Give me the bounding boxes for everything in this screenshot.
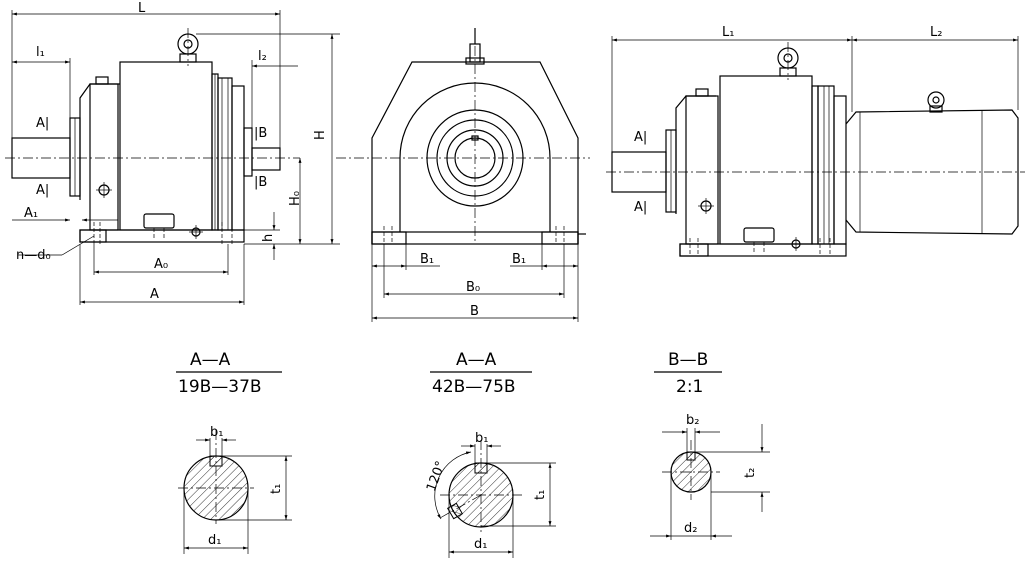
- section-1-title: A—A: [190, 350, 231, 370]
- section-2-d: d₁: [474, 537, 487, 552]
- dim-h: h: [261, 234, 276, 242]
- dim-l2: l₂: [258, 49, 267, 64]
- section-3-title: B—B: [668, 350, 708, 370]
- section-mark-A-top: A|: [36, 116, 49, 131]
- section-mark-B-bottom: |B: [254, 175, 267, 190]
- section-1-b: b₁: [210, 425, 223, 440]
- section-2-t: t₁: [533, 490, 548, 500]
- section-mark-A-bottom: A|: [634, 200, 647, 215]
- dim-B1-right: B₁: [512, 252, 526, 267]
- dim-L1: L₁: [722, 25, 734, 40]
- section-3-d: d₂: [684, 521, 697, 536]
- dim-H: H: [313, 130, 328, 140]
- section-1-t: t₁: [269, 484, 284, 494]
- section-2-b: b₁: [475, 431, 488, 446]
- dim-A: A: [150, 287, 159, 302]
- section-mark-A-top: A|: [634, 130, 647, 145]
- section-2-subtitle: 42B—75B: [432, 377, 516, 397]
- note-n-d0: n—d₀: [16, 248, 51, 263]
- dim-L: L: [138, 1, 146, 16]
- dim-B0: B₀: [466, 280, 480, 295]
- section-2-angle: 120°: [424, 459, 449, 494]
- section-3-b: b₂: [686, 413, 699, 428]
- front-view-labels: L l₁ l₂ H H₀ h A| A| |B |B A₁ A₀ A n—d₀: [16, 1, 328, 302]
- section-2-title: A—A: [456, 350, 497, 370]
- end-view: [336, 28, 590, 322]
- motor-view: [606, 36, 1025, 257]
- section-1-d: d₁: [208, 533, 221, 548]
- dim-B: B: [470, 304, 479, 319]
- dim-H0: H₀: [288, 191, 303, 206]
- motor-view-labels: L₁ L₂ A| A|: [634, 25, 942, 215]
- dim-l1: l₁: [36, 45, 45, 60]
- section-mark-A-bottom: A|: [36, 183, 49, 198]
- section-2: A—A 42B—75B b₁ t₁ d₁ 120°: [424, 350, 556, 558]
- section-mark-B-top: |B: [254, 126, 267, 141]
- section-3-t: t₂: [743, 468, 758, 478]
- section-3: B—B 2:1 b₂ t₂ d₂: [650, 350, 770, 540]
- section-3-subtitle: 2:1: [676, 377, 703, 397]
- end-view-labels: B₁ B₁ B₀ B: [420, 252, 526, 319]
- dim-A1: A₁: [24, 206, 38, 221]
- dim-L2: L₂: [930, 25, 942, 40]
- section-1: A—A 19B—37B b₁ t₁ d₁: [176, 350, 292, 554]
- front-view: [5, 10, 340, 305]
- section-1-subtitle: 19B—37B: [178, 377, 262, 397]
- dim-A0: A₀: [154, 257, 168, 272]
- dim-B1-left: B₁: [420, 252, 434, 267]
